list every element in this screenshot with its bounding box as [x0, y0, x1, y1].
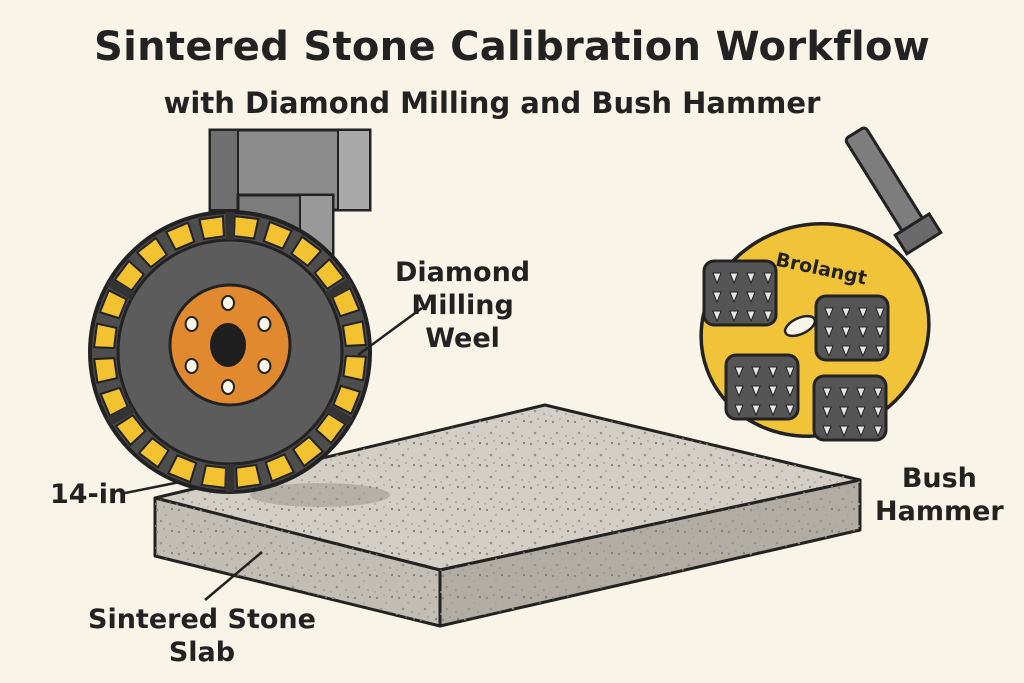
diamond-segment — [262, 220, 294, 250]
diamond-segment — [92, 322, 118, 350]
diamond-segment — [98, 288, 128, 320]
carbide-cutter — [812, 374, 888, 442]
hub-bolt — [221, 295, 235, 311]
stone-slab — [153, 403, 862, 628]
diamond-segment — [313, 257, 346, 291]
diamond-segment — [232, 214, 260, 240]
diamond-segment — [264, 453, 296, 483]
diamond-segment — [341, 320, 367, 347]
leader-lines — [124, 306, 423, 601]
wheel-gullet — [106, 404, 136, 426]
slab-label: Sintered Stone Slab — [88, 604, 316, 668]
diamond-segment — [114, 413, 147, 447]
diamond-wheel-label: Diamond Milling Weel — [395, 257, 531, 354]
diamond-segment — [135, 236, 169, 269]
wheel-gullet — [324, 404, 354, 426]
diamond-segment — [235, 463, 262, 489]
diamond-segment — [166, 454, 198, 484]
diamond-segments — [92, 214, 368, 490]
diameter-label: 14-in — [50, 479, 128, 510]
page-subtitle: with Diamond Milling and Bush Hammer — [163, 86, 821, 120]
diamond-segment — [342, 354, 368, 382]
diamond-milling-wheel — [88, 210, 372, 494]
carbide-cutter — [814, 294, 890, 362]
carbide-cutter — [724, 353, 800, 421]
hub-bolts — [184, 295, 272, 395]
diamond-segment — [200, 464, 228, 490]
bush-hammer-label: Bush Hammer — [875, 463, 1004, 527]
wheel-shadow — [250, 483, 390, 507]
hub-bolt — [257, 358, 272, 374]
bush-hammer: Brolangt — [699, 126, 943, 442]
diamond-segment — [332, 384, 362, 416]
hub-bolt — [257, 316, 272, 332]
hub-bolt — [184, 358, 199, 374]
slab-leader — [204, 551, 263, 601]
hub-bolt — [221, 379, 235, 395]
page-title: Sintered Stone Calibration Workflow — [94, 24, 930, 70]
arbor-hole — [210, 323, 246, 367]
hammer-cutters — [702, 259, 890, 442]
wheel-gullet — [106, 278, 136, 300]
diamond-segment — [164, 221, 196, 251]
diamond-segment — [291, 435, 325, 468]
diamond-segment — [93, 357, 119, 384]
wheel-gullet — [324, 278, 354, 300]
carbide-cutter — [702, 259, 778, 327]
wheel-gullets — [106, 212, 354, 492]
diameter-leader — [124, 480, 181, 495]
diamond-segment — [290, 235, 323, 268]
hub-bolt — [184, 316, 199, 332]
diamond-segment — [198, 215, 225, 241]
wheel-leader — [357, 306, 423, 357]
diamond-segment — [137, 436, 170, 469]
